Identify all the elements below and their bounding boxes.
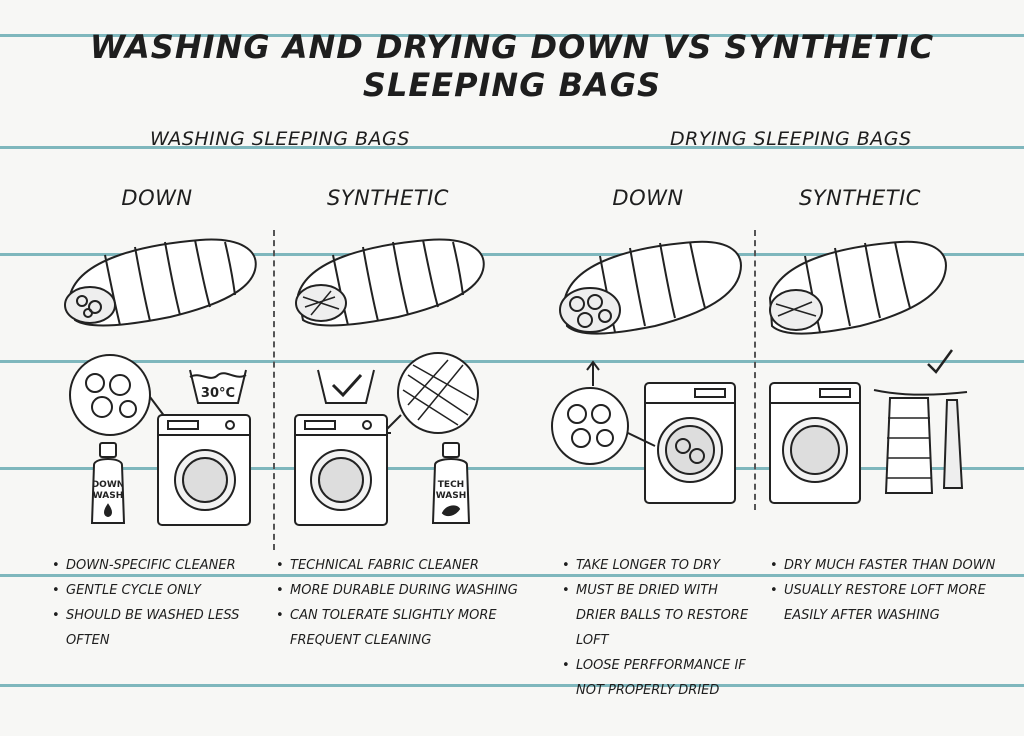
svg-text:30°C: 30°C [201, 386, 235, 401]
dry-synthetic-illustration [768, 240, 968, 504]
ruled-line [0, 467, 1024, 470]
ruled-line [0, 684, 1024, 687]
ruled-line [0, 146, 1024, 149]
list-item: Must be dried with drier balls to restor… [562, 578, 762, 653]
list-item: Technical fabric cleaner [276, 553, 526, 578]
svg-text:WASH: WASH [436, 491, 467, 501]
dry-down-illustration [551, 240, 742, 504]
washing-machine-icon [157, 414, 251, 526]
list-item: Dry much faster than down [770, 553, 1000, 578]
list-item: Loose perfformance if not properly dried [562, 653, 762, 703]
tech-wash-bottle-icon: TECH WASH [431, 442, 471, 524]
column-divider [754, 230, 756, 510]
list-item: Gentle cycle only [52, 578, 272, 603]
page-title: Washing and Drying Down vs Synthetic Sle… [89, 28, 935, 104]
synthetic-fiber-closeup-icon [382, 352, 479, 434]
column-heading-dry-synthetic: Synthetic [799, 186, 921, 210]
svg-text:DOWN: DOWN [92, 480, 125, 490]
list-item: More durable during washing [276, 578, 526, 603]
list-item: Take longer to dry [562, 553, 762, 578]
list-item: Usually restore loft more easily after w… [770, 578, 1000, 628]
synthetic-sleeping-bag-icon [768, 240, 947, 335]
wash-synthetic-illustration: TECH WASH [294, 238, 485, 526]
column-divider [273, 230, 275, 550]
section-heading-drying: Drying Sleeping Bags [670, 128, 912, 150]
wash-30c-symbol-icon: 30°C [189, 369, 247, 404]
column-heading-dry-down: Down [612, 186, 684, 210]
ruled-line [0, 253, 1024, 256]
down-clumps-closeup-icon [551, 360, 629, 465]
down-feather-closeup-icon [69, 354, 169, 436]
column-heading-wash-synthetic: Synthetic [327, 186, 449, 210]
washing-checkmark-symbol-icon [317, 369, 375, 404]
section-heading-washing: Washing Sleeping Bags [150, 128, 410, 150]
down-sleeping-bag-icon [559, 240, 742, 335]
bullet-list-dry-synthetic: Dry much faster than down Usually restor… [770, 553, 1000, 628]
ruled-line [0, 34, 1024, 37]
column-heading-wash-down: Down [121, 186, 193, 210]
list-item: Down-specific cleaner [52, 553, 272, 578]
synthetic-sleeping-bag-icon [295, 238, 485, 327]
down-wash-bottle-icon: DOWN WASH [90, 442, 126, 524]
svg-text:WASH: WASH [93, 491, 124, 501]
ruled-line [0, 360, 1024, 363]
list-item: Should be washed less often [52, 603, 272, 653]
bullet-list-wash-synthetic: Technical fabric cleaner More durable du… [276, 553, 526, 653]
list-item: Can tolerate slightly more frequent clea… [276, 603, 526, 653]
down-sleeping-bag-icon [64, 238, 257, 327]
bullet-list-wash-down: Down-specific cleaner Gentle cycle only … [52, 553, 272, 653]
washing-machine-icon [294, 414, 388, 526]
checkmark-icon [927, 349, 954, 374]
dryer-machine-icon [769, 382, 861, 504]
svg-text:TECH: TECH [438, 480, 464, 490]
hanging-bag-on-line-icon [873, 389, 968, 494]
wash-down-illustration: 30°C DOWN WASH [64, 238, 257, 526]
dryer-machine-icon [627, 382, 736, 504]
bullet-list-dry-down: Take longer to dry Must be dried with dr… [562, 553, 762, 703]
